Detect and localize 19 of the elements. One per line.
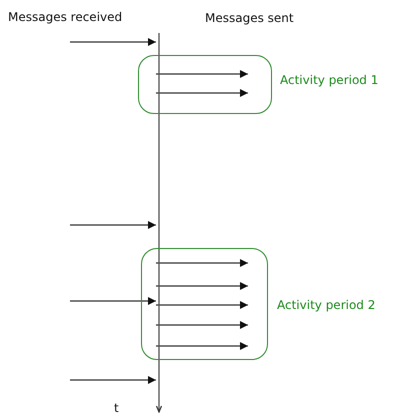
message-arrow (156, 321, 248, 329)
axis-label: t (114, 401, 119, 415)
activity-period-box (138, 55, 272, 114)
message-arrow (156, 70, 248, 78)
message-arrow (70, 38, 156, 46)
message-arrow (156, 259, 248, 267)
column-heading: Messages sent (205, 11, 294, 25)
message-arrow (70, 221, 156, 229)
message-arrow (70, 297, 156, 305)
timeline-axis (156, 33, 162, 413)
period-label: Activity period 1 (280, 73, 378, 87)
message-arrow (156, 282, 248, 290)
message-arrow (70, 376, 156, 384)
message-arrow (156, 301, 248, 309)
message-arrow (156, 342, 248, 350)
period-label: Activity period 2 (277, 298, 376, 312)
activity-period-box (141, 248, 268, 360)
column-heading: Messages received (8, 10, 122, 24)
message-arrow (156, 89, 248, 97)
